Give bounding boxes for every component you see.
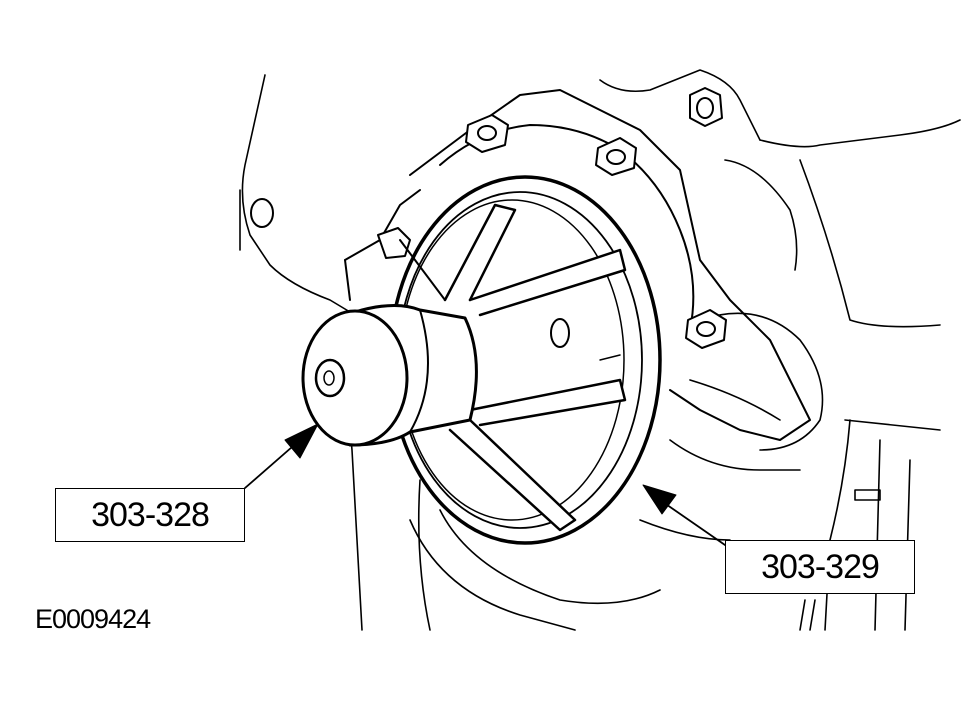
callout-label-tool-right: 303-329 [725, 540, 915, 594]
figure-id: E0009424 [35, 604, 151, 634]
leader-arrow-left [244, 423, 319, 489]
leader-arrow-right [642, 484, 726, 546]
flange-bolt-icon [377, 87, 727, 349]
installer-handle [301, 303, 478, 447]
callout-label-tool-left: 303-328 [55, 488, 245, 542]
